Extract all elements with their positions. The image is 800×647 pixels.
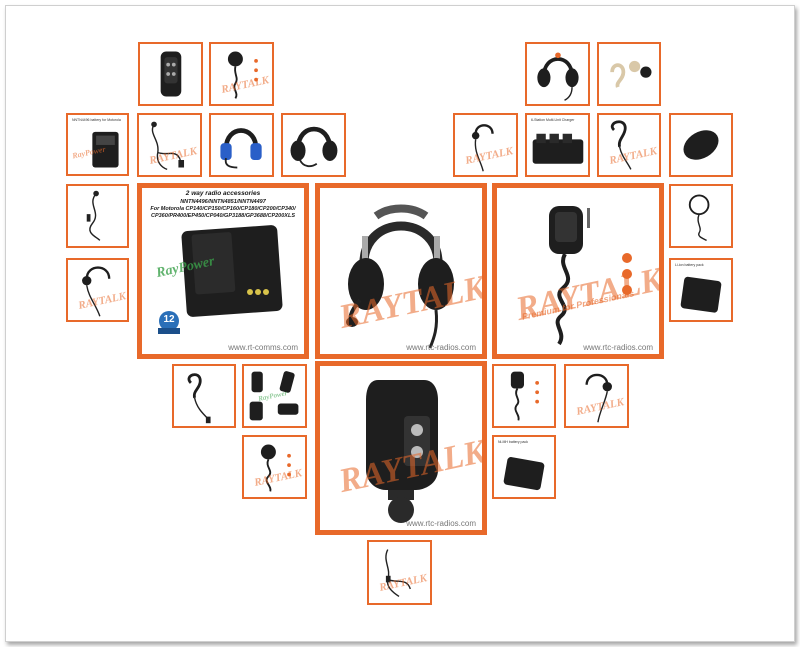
footer-url: www.rt-comms.com xyxy=(228,343,298,352)
tile-foam-cover[interactable] xyxy=(669,113,733,177)
tile-speaker-mic-right-small[interactable] xyxy=(492,364,556,428)
speaker-mic-icon xyxy=(549,206,632,346)
adapter-icon xyxy=(366,380,438,523)
earpiece-icon xyxy=(610,120,632,170)
footer-url: www.rtc-radios.com xyxy=(583,343,653,352)
tile-surveillance-kit-bottom[interactable]: RAYTALK xyxy=(367,540,432,605)
tile-adapter-large[interactable]: RAYTALK www.rtc-radios.com xyxy=(315,361,487,535)
tile-earpiece-small-2[interactable] xyxy=(66,184,129,248)
adapter-icon xyxy=(249,371,299,421)
tile-battery-small-left[interactable]: NNTN4496 battery for Motorola RayPower xyxy=(66,113,129,176)
tile-speaker-mic-small-2[interactable]: RAYTALK xyxy=(242,435,307,499)
earpiece-icon xyxy=(187,373,211,424)
tile-adapter-small[interactable] xyxy=(138,42,203,106)
headset-icon xyxy=(220,128,262,169)
tile-earpiece-small-4[interactable] xyxy=(172,364,236,428)
tile-earpiece-right-4[interactable] xyxy=(669,184,733,248)
product-text: Ni-MH battery pack xyxy=(498,440,528,444)
headset-icon xyxy=(471,124,494,172)
headset-icon xyxy=(585,373,612,423)
surveillance-kit-icon xyxy=(688,194,710,242)
tile-headset-right-3[interactable]: RAYTALK xyxy=(564,364,629,428)
headset-icon xyxy=(290,126,338,168)
tile-headset-small-blue[interactable] xyxy=(209,113,274,177)
tile-earpiece-small-1[interactable]: RAYTALK xyxy=(137,113,202,177)
tile-speaker-mic-small[interactable]: RAYTALK xyxy=(209,42,274,106)
footer-url: www.rtc-radios.com xyxy=(406,519,476,528)
tile-earpiece-right-3[interactable]: RAYTALK xyxy=(597,113,661,177)
foam-cover-icon xyxy=(683,130,719,160)
headset-icon xyxy=(346,204,454,349)
tile-earpiece-clear[interactable] xyxy=(597,42,661,106)
tile-aviation-headset-large[interactable]: RAYTALK www.rtc-radios.com xyxy=(315,183,487,359)
tile-speaker-mic-large[interactable]: RAYTALK Premium for Professionals www.rt… xyxy=(492,183,664,359)
surveillance-kit-icon xyxy=(86,190,101,241)
product-title: 2 way radio accessories xyxy=(185,190,261,197)
tile-headset-right-2[interactable]: RAYTALK xyxy=(453,113,518,177)
warranty-badge: 12 xyxy=(154,310,184,336)
tile-battery-right[interactable]: Li-ion battery pack xyxy=(669,258,733,322)
tile-battery-lower-right[interactable]: Ni-MH battery pack xyxy=(492,435,556,499)
tile-adapters-set[interactable]: RayPower xyxy=(242,364,307,428)
product-text: 6-Station Multi-Unit Charger xyxy=(531,118,575,122)
surveillance-kit-icon xyxy=(151,121,185,171)
tile-multi-charger[interactable]: 6-Station Multi-Unit Charger xyxy=(525,113,590,177)
tile-headset-small-black[interactable] xyxy=(281,113,346,177)
tile-battery-large[interactable]: 2 way radio accessories NNTN4496/NNTN485… xyxy=(137,183,309,359)
tile-earpiece-small-3[interactable]: RAYTALK xyxy=(66,258,129,322)
tile-headset-right-1[interactable] xyxy=(525,42,590,106)
product-text: Li-ion battery pack xyxy=(675,263,704,267)
battery-icon xyxy=(181,225,283,317)
battery-icon xyxy=(503,457,545,491)
models-line-2: For Motorola CP140/CP150/CP160/CP180/CP2… xyxy=(150,206,296,212)
headset-icon xyxy=(537,52,579,101)
battery-icon xyxy=(680,276,722,313)
models-line-1: NNTN4496/NNTN4851/NNTN4497 xyxy=(180,199,266,205)
headset-icon xyxy=(82,266,111,317)
models-line-3: CP360/PR400/EP450/CP040/GP3188/GP3688/CP… xyxy=(150,213,295,219)
product-text: NNTN4496 battery for Motorola xyxy=(72,118,121,122)
adapter-icon xyxy=(160,51,182,97)
footer-url: www.rtc-radios.com xyxy=(406,343,476,352)
earpiece-icon xyxy=(610,60,652,88)
charger-icon xyxy=(532,133,584,164)
surveillance-kit-icon xyxy=(385,549,411,598)
speaker-mic-icon xyxy=(227,51,258,99)
speaker-mic-icon xyxy=(510,371,539,421)
speaker-mic-icon xyxy=(260,444,291,492)
battery-icon xyxy=(92,131,119,168)
